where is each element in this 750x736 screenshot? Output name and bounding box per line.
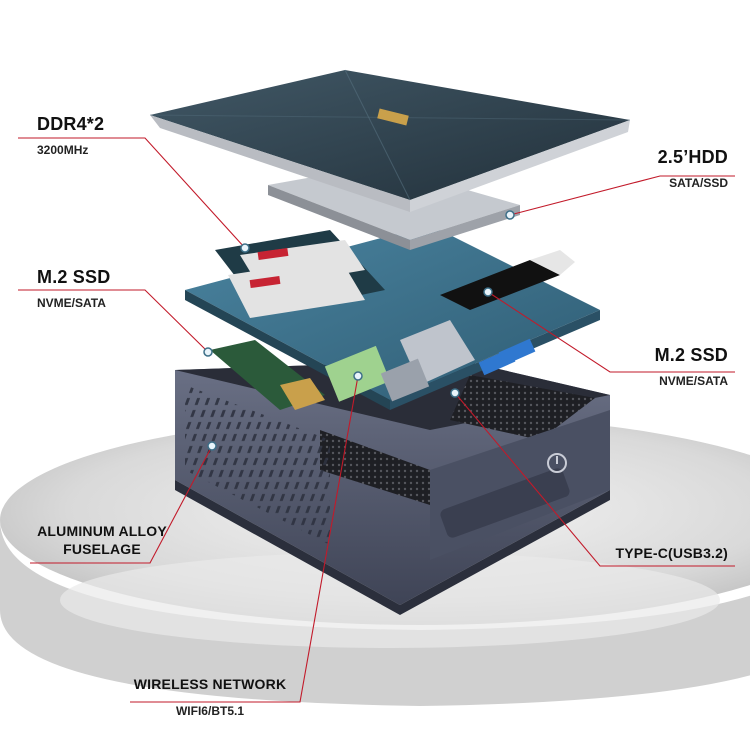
m2-ssd-left [210,340,325,410]
callout-m2-left: M.2 SSD NVME/SATA [37,267,110,310]
callout-hdd: 2.5’HDD SATA/SSD [658,147,728,190]
brand-logo [377,108,409,126]
leader-m2-right [487,291,735,373]
callout-wireless-sub: WIFI6/BT5.1 [175,704,244,718]
callout-ddr4-title: DDR4*2 [37,114,105,134]
ram-modules [215,230,385,318]
leader-m2-left [18,289,209,353]
callout-ddr4: DDR4*2 3200MHz [37,114,104,157]
leader-hdd [509,175,735,216]
callout-wireless-title: WIRELESS NETWORK [133,676,287,692]
top-lid [149,69,631,212]
leader-wireless [130,375,359,703]
callout-m2-left-sub: NVME/SATA [37,296,106,310]
callout-wireless: WIRELESS NETWORK WIFI6/BT5.1 [115,676,305,718]
callout-hdd-title: 2.5’HDD [657,147,728,167]
m2-ssd-right [440,250,575,310]
callout-typec: TYPE-C(USB3.2) [616,545,728,561]
callout-aluminum: ALUMINUM ALLOY FUSELAGE [23,523,181,557]
callout-m2-right-title: M.2 SSD [654,345,728,365]
leader-lines [18,137,735,703]
callout-typec-title: TYPE-C(USB3.2) [615,545,728,561]
callout-m2-right: M.2 SSD NVME/SATA [655,345,728,388]
leader-ddr4 [18,137,246,249]
power-button-icon [547,453,567,473]
leader-dots [203,210,515,451]
callout-aluminum-title-2: FUSELAGE [63,541,141,557]
callout-m2-left-title: M.2 SSD [37,267,111,287]
leader-typec [454,392,735,567]
leader-aluminum [30,445,213,564]
callout-m2-right-sub: NVME/SATA [659,374,728,388]
callout-hdd-sub: SATA/SSD [669,176,728,190]
callout-aluminum-title-1: ALUMINUM ALLOY [37,523,167,539]
callout-ddr4-sub: 3200MHz [37,143,89,157]
